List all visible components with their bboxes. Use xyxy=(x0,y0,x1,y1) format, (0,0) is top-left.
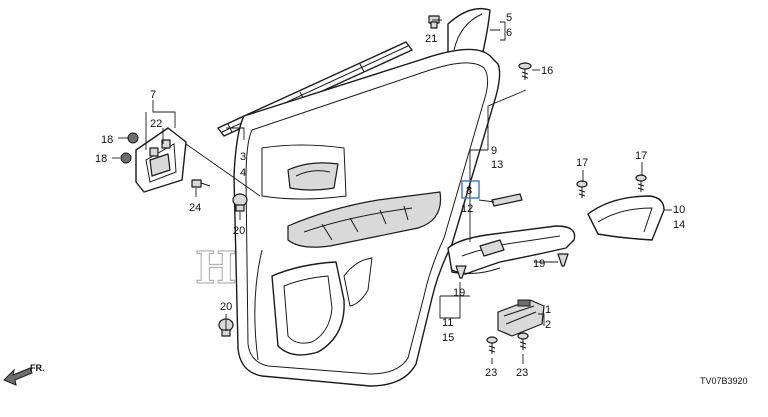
callout-12: 12 xyxy=(461,203,473,215)
screw-17-right xyxy=(635,174,647,192)
callout-16: 16 xyxy=(541,65,553,77)
callout-1: 1 xyxy=(545,304,551,316)
callout-23-left: 23 xyxy=(485,367,497,379)
callout-6: 6 xyxy=(506,27,512,39)
screw-23-left xyxy=(486,336,498,354)
leader-lines xyxy=(112,19,672,364)
callout-14: 14 xyxy=(673,219,685,231)
screw-17-left xyxy=(576,180,588,198)
callout-13: 13 xyxy=(491,159,503,171)
front-direction-label: FR. xyxy=(30,363,45,373)
corner-garnish xyxy=(447,7,491,58)
callout-17-right: 17 xyxy=(635,150,647,162)
callout-22: 22 xyxy=(150,118,162,130)
callout-15: 15 xyxy=(442,332,454,344)
callout-5: 5 xyxy=(506,12,512,24)
screw-23-right xyxy=(517,332,529,350)
callout-9: 9 xyxy=(491,145,497,157)
clip-19-left xyxy=(455,265,467,279)
window-switch xyxy=(497,299,545,337)
part-8-highlight-box xyxy=(461,180,480,199)
diagram-code: TV07B3920 xyxy=(700,376,748,386)
callout-10: 10 xyxy=(673,204,685,216)
trim-strip-8 xyxy=(491,193,523,207)
callout-18-upper: 18 xyxy=(101,134,113,146)
callout-21: 21 xyxy=(425,33,437,45)
callout-24: 24 xyxy=(189,202,201,214)
callout-7: 7 xyxy=(150,89,156,101)
callout-18-lower: 18 xyxy=(95,153,107,165)
screw-24 xyxy=(191,179,211,188)
callout-20-lower: 20 xyxy=(220,301,232,313)
callout-19-right: 19 xyxy=(533,258,545,270)
clip-19-right xyxy=(557,253,569,267)
bracket-assembly xyxy=(135,127,187,193)
clip-18-upper xyxy=(127,132,139,144)
callout-2: 2 xyxy=(545,319,551,331)
callout-23-right: 23 xyxy=(516,367,528,379)
callout-19-lower: 19 xyxy=(453,287,465,299)
clip-21 xyxy=(428,15,440,29)
callout-labels: 1 2 3 4 5 6 7 8 9 10 11 12 13 14 15 16 1… xyxy=(95,12,685,379)
door-lining xyxy=(233,48,501,387)
callout-20-upper: 20 xyxy=(233,225,245,237)
pull-handle xyxy=(587,195,665,241)
callout-17-left: 17 xyxy=(576,157,588,169)
clip-20-upper xyxy=(232,193,248,212)
clip-18-lower xyxy=(120,152,132,164)
callout-8: 8 xyxy=(466,185,472,197)
callout-11: 11 xyxy=(442,317,453,329)
screw-16 xyxy=(518,62,532,80)
callout-3: 3 xyxy=(240,151,246,163)
armrest-panel xyxy=(447,225,576,275)
callout-4: 4 xyxy=(240,167,246,179)
front-direction-arrow: FR. xyxy=(3,363,45,386)
